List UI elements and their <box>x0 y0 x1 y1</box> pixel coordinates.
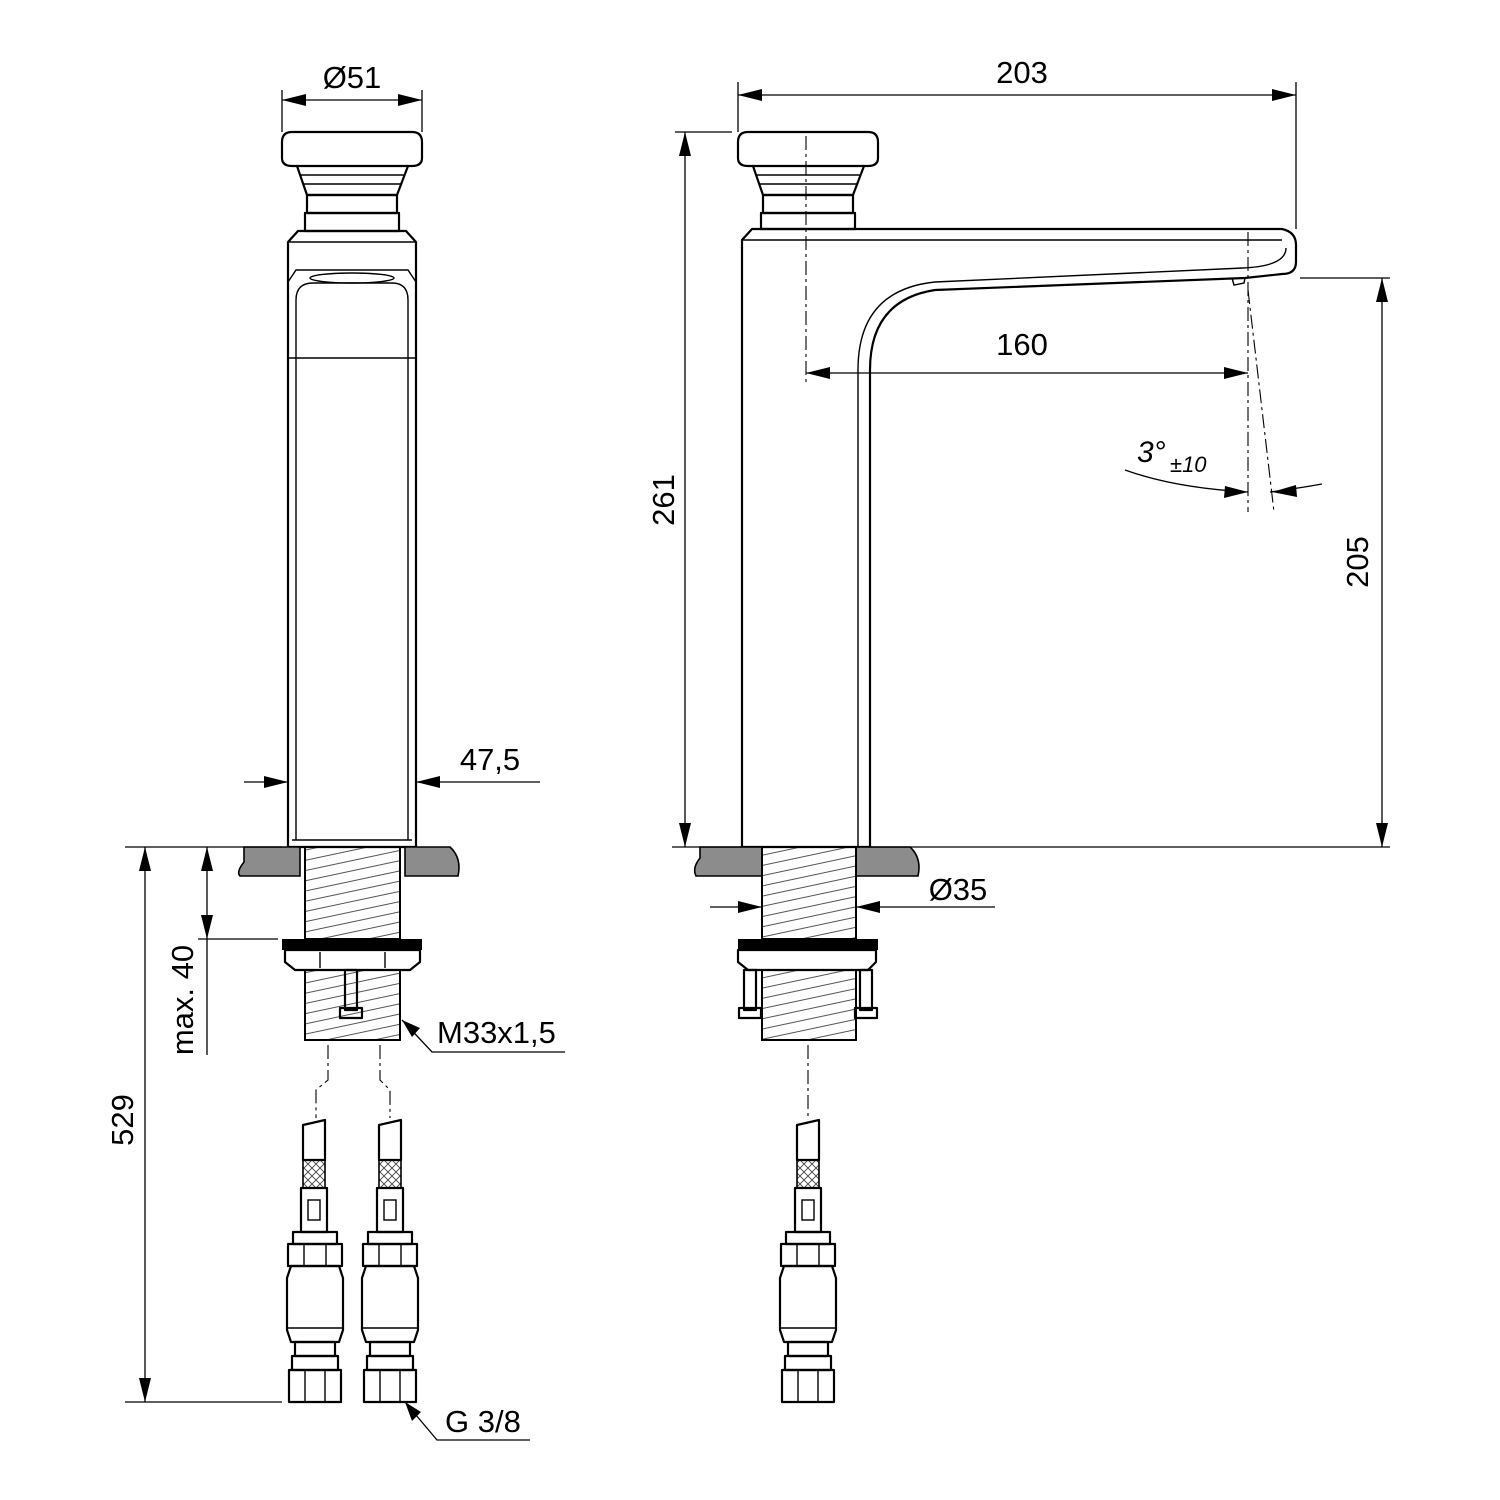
label-nozzle-distance: 160 <box>996 327 1048 362</box>
dim-total-length: 529 <box>105 846 282 1403</box>
label-angle: 3° <box>1137 436 1166 469</box>
front-view: Ø51 47,5 max. 40 529 <box>105 60 565 1441</box>
label-max-deck: max. 40 <box>165 945 200 1055</box>
dim-spout-reach: 203 <box>737 55 1297 229</box>
hose-right <box>360 1118 420 1404</box>
dim-total-height: 261 <box>646 131 732 847</box>
hose-side <box>778 1118 838 1404</box>
leader-thread: M33x1,5 <box>401 1015 565 1053</box>
knob-side <box>736 130 880 231</box>
body-spout <box>740 227 1298 849</box>
label-shank-diameter: Ø35 <box>929 872 988 907</box>
label-total-height: 261 <box>646 474 681 526</box>
body <box>286 229 418 849</box>
label-total-length: 529 <box>105 1094 140 1146</box>
dim-nozzle-distance: 160 <box>806 327 1248 379</box>
knob <box>280 130 424 233</box>
dim-outlet-height: 205 <box>672 277 1390 848</box>
label-spout-reach: 203 <box>996 55 1048 90</box>
dim-angle: 3° ±10 <box>1124 436 1323 498</box>
label-knob-diameter: Ø51 <box>323 60 382 95</box>
dim-max-deck: max. 40 <box>165 847 278 1055</box>
label-outlet-height: 205 <box>1340 536 1375 588</box>
shank-side <box>736 846 879 1041</box>
dim-shank-diameter: Ø35 <box>710 872 995 913</box>
deck-left <box>237 846 301 877</box>
label-thread: M33x1,5 <box>437 1015 556 1050</box>
label-body-width: 47,5 <box>460 742 520 777</box>
dim-knob-diameter: Ø51 <box>281 60 423 132</box>
deck-right <box>404 846 460 877</box>
shank-front <box>282 846 422 1041</box>
label-angle-tolerance: ±10 <box>1170 452 1207 477</box>
dim-body-width: 47,5 <box>244 742 540 788</box>
deck-side-right <box>855 846 920 877</box>
deck-side-left <box>693 846 763 877</box>
leader-connector: G 3/8 <box>404 1401 530 1441</box>
label-connector: G 3/8 <box>445 1404 521 1439</box>
side-view: 203 261 205 160 <box>646 55 1390 1404</box>
hose-left <box>285 1118 345 1404</box>
